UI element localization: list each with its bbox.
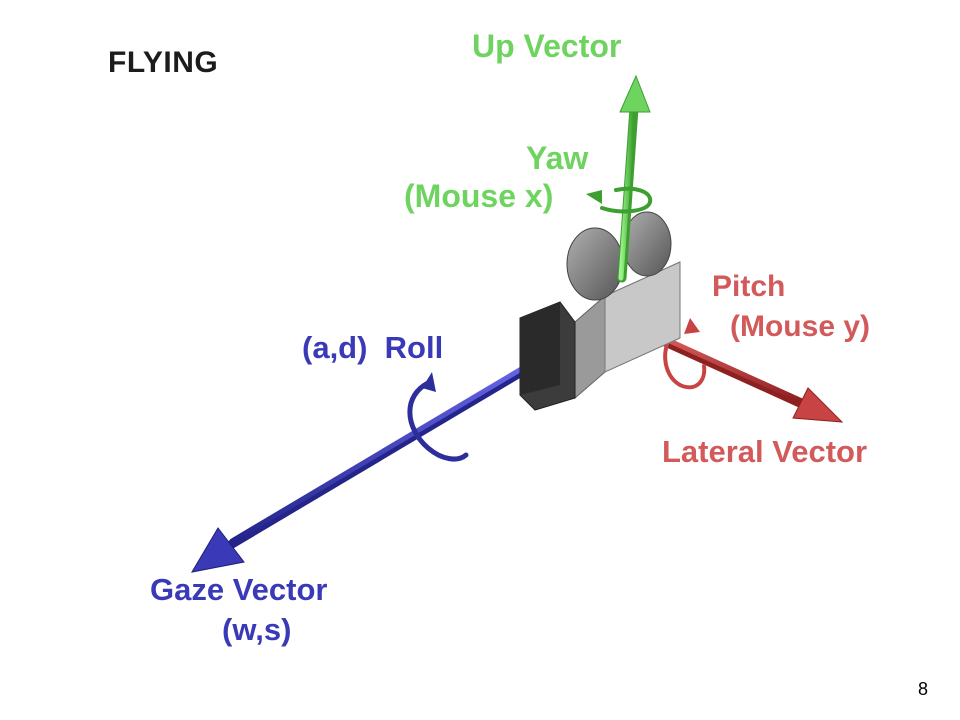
page-number: 8 xyxy=(918,679,929,699)
yaw-label: Yaw xyxy=(526,140,589,176)
pitch-control-label: (Mouse y) xyxy=(730,310,871,343)
yaw-rotation-arrow xyxy=(586,186,653,214)
gaze-vector-arrow xyxy=(191,349,555,573)
camera-icon xyxy=(519,211,681,411)
lateral-vector-label: Lateral Vector xyxy=(662,434,868,469)
up-vector-arrow xyxy=(617,74,651,283)
yaw-control-label: (Mouse x) xyxy=(404,178,554,214)
gaze-vector-label: Gaze Vector xyxy=(150,572,328,607)
roll-rotation-arrow xyxy=(407,372,469,462)
roll-keys: (a,d) xyxy=(302,330,368,365)
slide-title: FLYING xyxy=(108,46,219,79)
pitch-label: Pitch xyxy=(712,270,786,303)
roll-label: (a,d) Roll xyxy=(302,332,443,363)
up-vector-label: Up Vector xyxy=(472,28,622,64)
pitch-rotation-arrow xyxy=(663,318,707,390)
gaze-keys-label: (w,s) xyxy=(222,612,292,647)
roll-text: Roll xyxy=(384,330,444,365)
